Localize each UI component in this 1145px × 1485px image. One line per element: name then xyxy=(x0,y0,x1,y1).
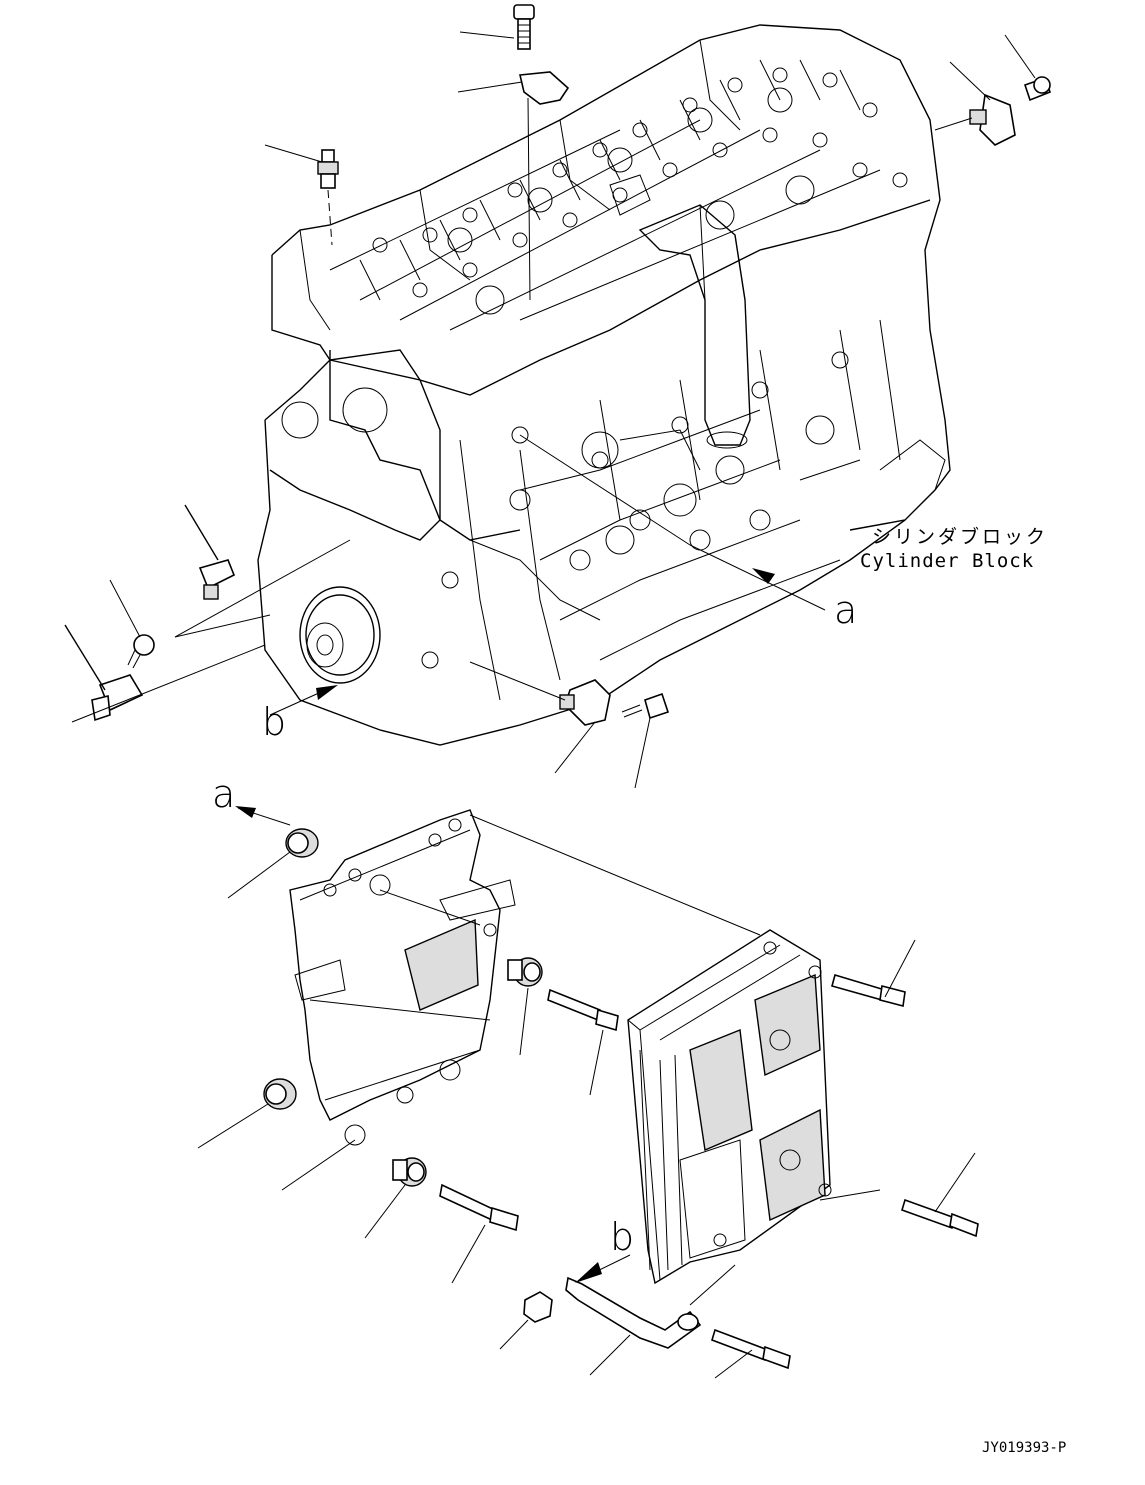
bolt-strap-right xyxy=(711,1328,791,1379)
arrow-a-lower xyxy=(235,806,291,826)
reference-a-lower: a xyxy=(212,772,236,816)
bolt-right-lower xyxy=(901,1152,979,1238)
crank-sensor-left xyxy=(64,614,271,723)
arrow-b-lower xyxy=(575,1254,631,1283)
spacer-lower-left xyxy=(197,1078,297,1149)
ecu-unit xyxy=(627,929,881,1306)
sensor-left-upper xyxy=(174,504,351,638)
drawing-code: JY019393-P xyxy=(982,1440,1067,1456)
pressure-sensor-top xyxy=(264,144,339,246)
ground-strap xyxy=(565,1276,702,1376)
reference-a-block: a xyxy=(834,588,858,632)
reference-b-block: b xyxy=(262,700,287,744)
top-bolt xyxy=(459,4,535,50)
spacer-lower xyxy=(364,1157,427,1239)
bolt-lower xyxy=(439,1183,519,1284)
arrow-a-block xyxy=(689,544,826,611)
arrow-b-block xyxy=(269,685,338,716)
bolt-left xyxy=(109,579,155,669)
cylinder-block-label-en: Cylinder Block xyxy=(860,550,1035,572)
engine-block xyxy=(257,24,951,746)
bolt-middle xyxy=(547,988,619,1096)
ecu-bracket xyxy=(289,809,761,1146)
spacer-middle xyxy=(507,957,543,1056)
harness-clip xyxy=(457,71,570,301)
reference-b-lower: b xyxy=(610,1215,635,1259)
cylinder-block-label-jp: シリンダブロック xyxy=(872,526,1049,548)
spacer-top xyxy=(227,828,319,899)
crank-sensor-right xyxy=(469,661,670,789)
bolt-right-upper xyxy=(831,939,916,1008)
bolt-strap xyxy=(499,1291,553,1350)
sensor-top-right xyxy=(934,34,1052,146)
